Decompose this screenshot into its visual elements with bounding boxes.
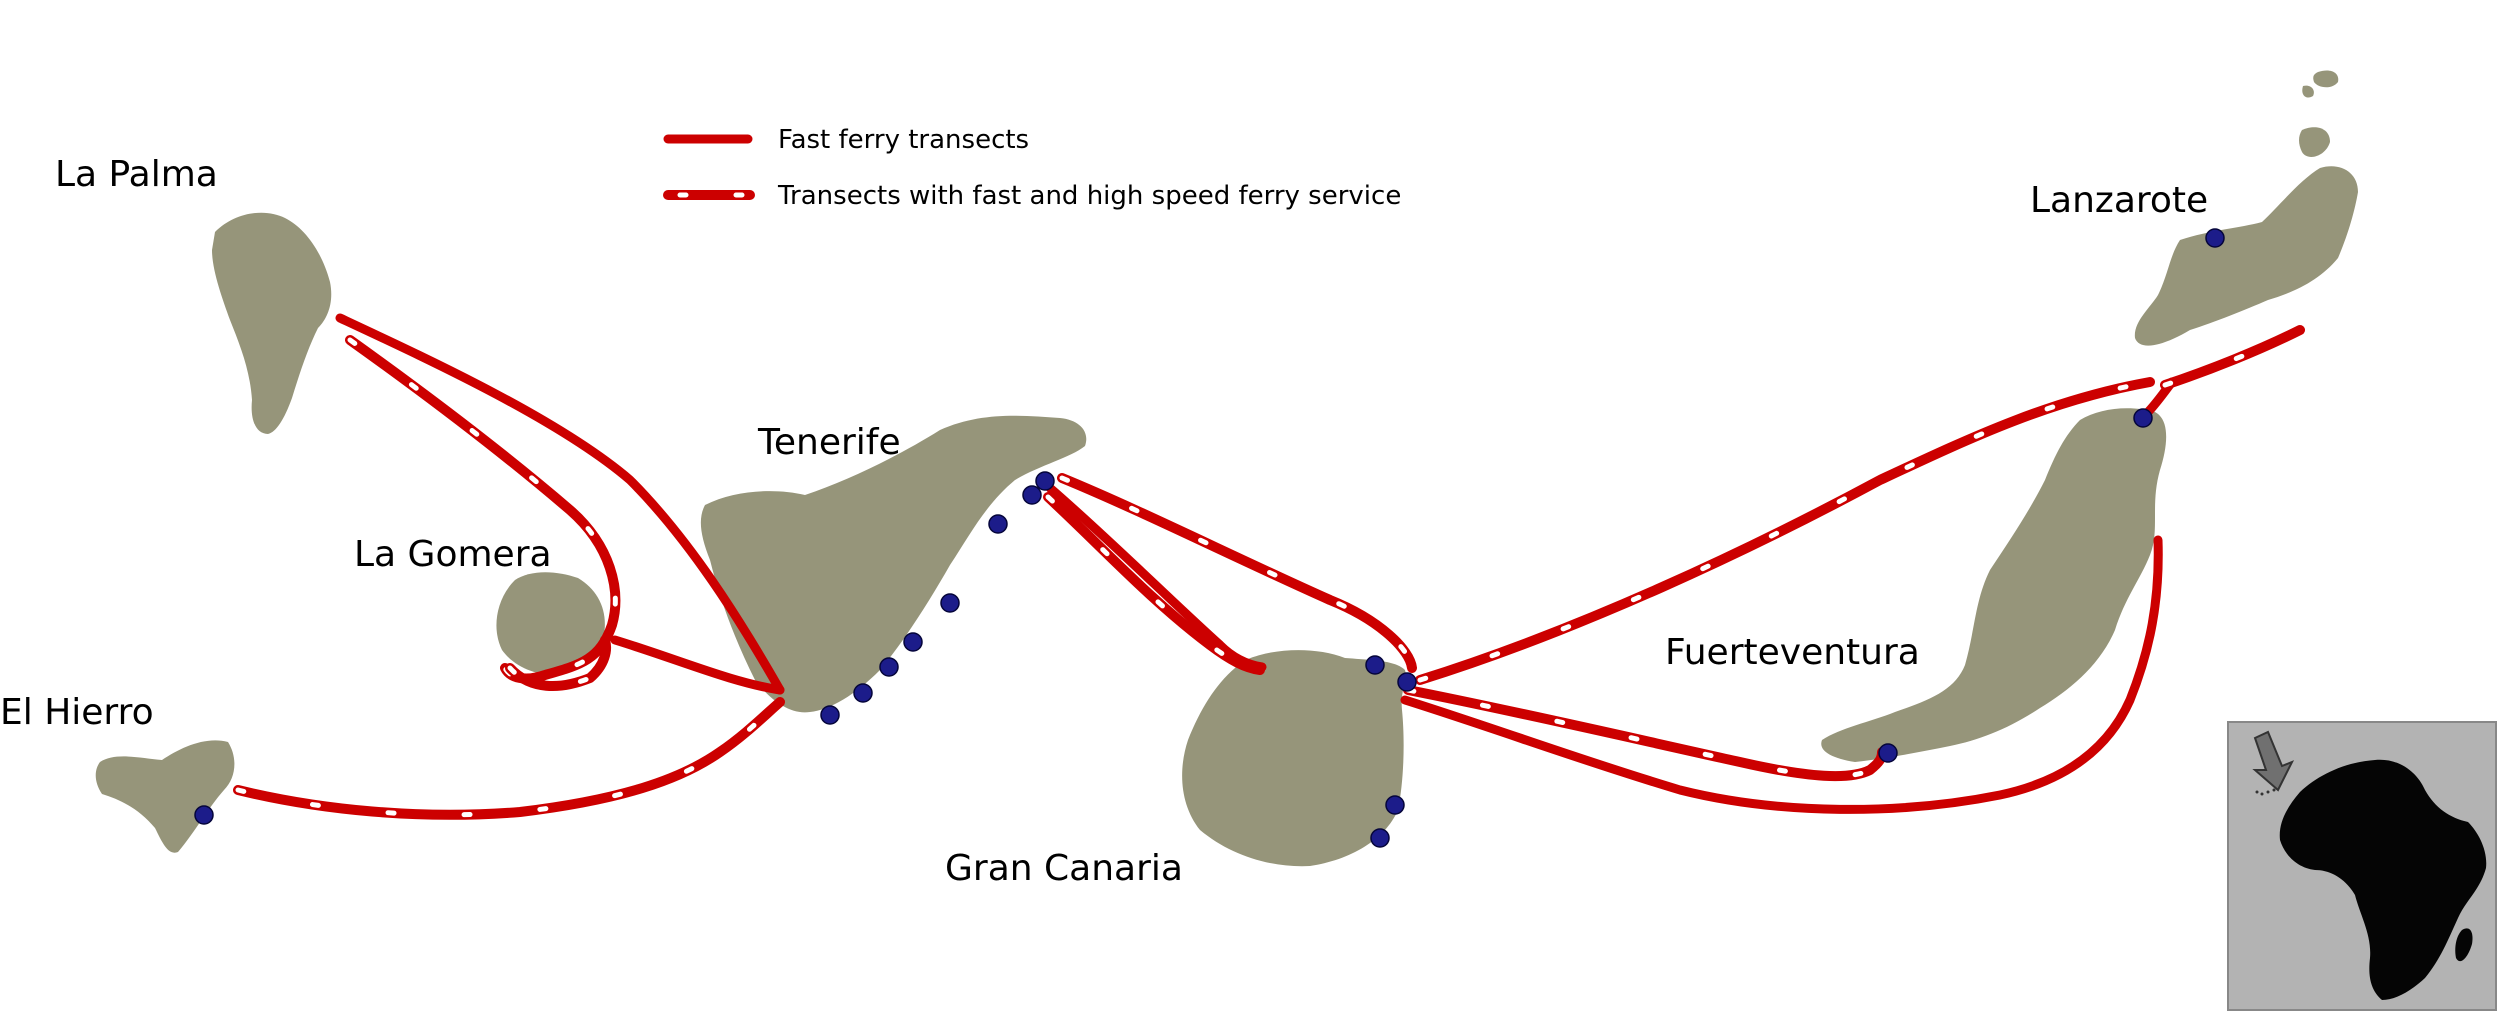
port-marker (853, 683, 873, 703)
legend-solid-label: Fast ferry transects (778, 125, 1029, 155)
route-hierro-tenerife (233, 697, 785, 820)
label-tenerife: Tenerife (757, 422, 901, 463)
route-grancanaria-lanzarote-dashed (1415, 377, 2155, 685)
label-fuerteventura: Fuerteventura (1665, 632, 1920, 673)
route-tenerife-grancanaria-inner (1043, 492, 1265, 675)
route-grancanaria-fuerteventura (1403, 685, 1887, 782)
port-marker (1370, 828, 1390, 848)
ports (194, 228, 2225, 848)
port-marker (940, 593, 960, 613)
route-gomera-loop (505, 635, 612, 691)
legend: Fast ferry transects Transects with fast… (663, 125, 1401, 211)
islands (95, 70, 2358, 867)
islet-graciosa (2299, 127, 2330, 157)
port-marker (1365, 655, 1385, 675)
island-fuerteventura (1821, 408, 2167, 762)
arrow-down-left-icon (2252, 730, 2295, 792)
label-el-hierro: El Hierro (0, 692, 154, 733)
africa-silhouette (2279, 759, 2487, 1000)
port-marker (2133, 408, 2153, 428)
island-gran-canaria (1182, 650, 1406, 867)
dashed-routes (233, 325, 2305, 820)
island-la-palma (212, 212, 332, 434)
island-tenerife (700, 415, 1087, 713)
islet-alegranza (2313, 70, 2339, 88)
route-lapalma-gomera (345, 335, 621, 684)
route-grancanaria-fuerteventura-south (1400, 535, 2163, 814)
island-labels: La Palma La Gomera El Hierro Tenerife Gr… (0, 154, 2208, 889)
port-marker (903, 632, 923, 652)
port-marker (1397, 672, 1417, 692)
route-tenerife-grancanaria-north (1057, 473, 1417, 673)
route-gomera-tenerife (610, 635, 785, 695)
route-lapalma-tenerife (335, 313, 785, 695)
island-la-gomera (496, 572, 605, 676)
island-lanzarote (2134, 166, 2358, 346)
africa-inset (2227, 721, 2497, 1011)
island-el-hierro (95, 740, 235, 853)
inset-canary-dots (2255, 788, 2276, 796)
port-marker (2205, 228, 2225, 248)
port-marker (988, 514, 1008, 534)
label-gran-canaria: Gran Canaria (945, 848, 1183, 889)
port-marker (194, 805, 214, 825)
port-marker (1035, 471, 1055, 491)
port-marker (820, 705, 840, 725)
islet-montana-clara (2302, 85, 2314, 98)
port-marker (1022, 485, 1042, 505)
port-marker (1878, 743, 1898, 763)
madagascar-silhouette (2455, 928, 2473, 962)
label-la-palma: La Palma (55, 154, 218, 195)
legend-dashed-label: Transects with fast and high speed ferry… (777, 181, 1401, 211)
label-la-gomera: La Gomera (354, 534, 552, 575)
route-lanzarote-fuerteventura (2160, 325, 2305, 390)
label-lanzarote: Lanzarote (2030, 180, 2208, 221)
port-marker (879, 657, 899, 677)
port-marker (1385, 795, 1405, 815)
